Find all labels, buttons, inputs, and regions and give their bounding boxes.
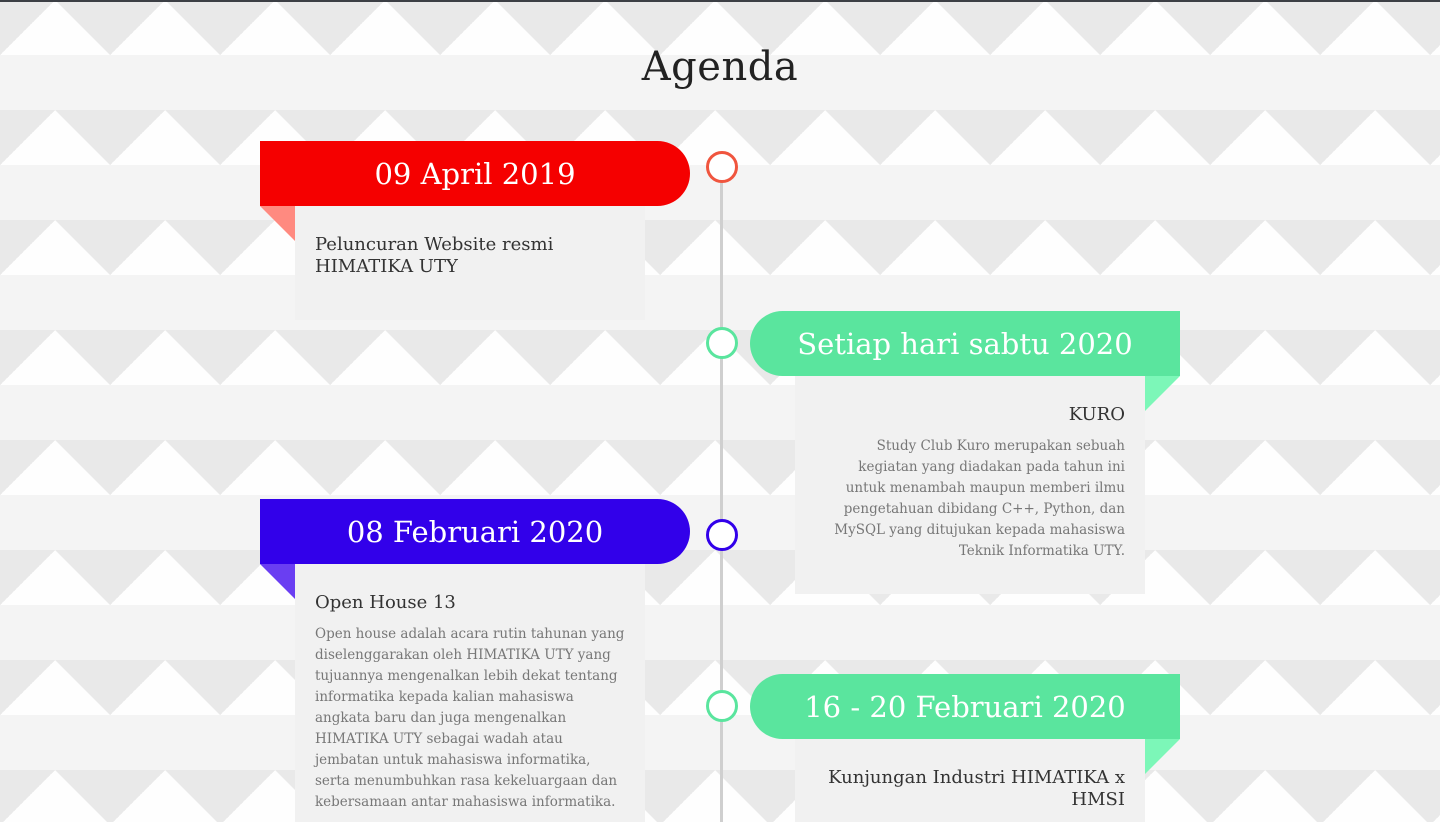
event-date-banner: 16 - 20 Februari 2020 xyxy=(750,674,1180,739)
event-date-banner: 09 April 2019 xyxy=(260,141,690,206)
event-date: 08 Februari 2020 xyxy=(346,514,604,549)
event-date: Setiap hari sabtu 2020 xyxy=(797,326,1133,361)
event-date: 09 April 2019 xyxy=(374,156,576,191)
event-date-banner: Setiap hari sabtu 2020 xyxy=(750,311,1180,376)
event-title: Kunjungan Industri HIMATIKA x HMSI xyxy=(828,767,1125,810)
timeline-line xyxy=(720,166,723,822)
event-card: Open House 13 Open house adalah acara ru… xyxy=(295,564,645,822)
event-title: KURO xyxy=(1068,404,1125,425)
banner-fold xyxy=(260,564,295,599)
event-description: Open house adalah acara rutin tahunan ya… xyxy=(315,626,625,810)
page-title: Agenda xyxy=(641,44,799,90)
banner-fold xyxy=(260,206,295,241)
event-card: KURO Study Club Kuro merupakan sebuah ke… xyxy=(795,376,1145,594)
event-date-banner: 08 Februari 2020 xyxy=(260,499,690,564)
banner-fold xyxy=(1145,739,1180,774)
timeline-dot xyxy=(706,151,738,183)
top-border xyxy=(0,0,1440,2)
event-title: Peluncuran Website resmi HIMATIKA UTY xyxy=(315,234,554,277)
event-card: Kunjungan Industri HIMATIKA x HMSI xyxy=(795,739,1145,822)
event-card: Peluncuran Website resmi HIMATIKA UTY xyxy=(295,206,645,320)
event-date: 16 - 20 Februari 2020 xyxy=(804,689,1126,724)
banner-fold xyxy=(1145,376,1180,411)
event-description: Study Club Kuro merupakan sebuah kegiata… xyxy=(834,438,1125,559)
timeline-dot xyxy=(706,690,738,722)
event-title: Open House 13 xyxy=(315,592,456,613)
timeline-dot xyxy=(706,327,738,359)
timeline-dot xyxy=(706,519,738,551)
